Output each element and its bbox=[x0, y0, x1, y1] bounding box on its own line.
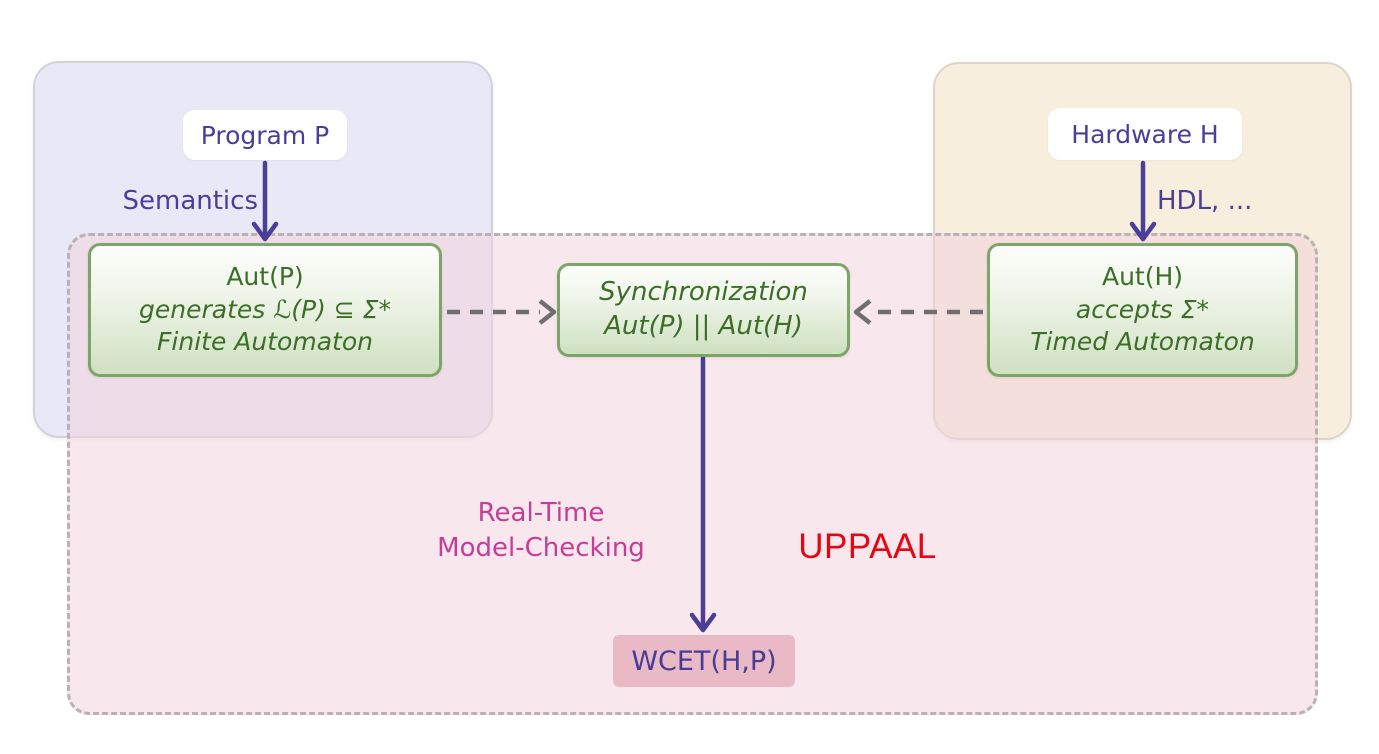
aut-p-title: Aut(P) bbox=[226, 262, 304, 292]
wcet-label: WCET(H,P) bbox=[631, 645, 777, 677]
model-checking-line1: Real-Time bbox=[477, 498, 605, 528]
aut-h-title: Aut(H) bbox=[1101, 262, 1184, 292]
aut-h-type: Timed Automaton bbox=[1030, 327, 1255, 357]
aut-p-language: generates ℒ(P) ⊆ Σ* bbox=[139, 294, 391, 324]
aut-p-node: Aut(P) generates ℒ(P) ⊆ Σ* Finite Automa… bbox=[88, 243, 442, 377]
uppaal-annotation: UPPAAL bbox=[798, 527, 937, 566]
model-checking-line2: Model-Checking bbox=[437, 533, 645, 564]
aut-h-language: accepts Σ* bbox=[1075, 294, 1210, 324]
program-node-label: Program P bbox=[200, 120, 330, 150]
aut-p-type: Finite Automaton bbox=[157, 327, 373, 357]
hdl-edge-label: HDL, ... bbox=[1157, 186, 1253, 216]
sync-formula: Aut(P) || Aut(H) bbox=[604, 311, 803, 341]
hardware-node: Hardware H bbox=[1048, 108, 1242, 160]
semantics-edge-label: Semantics bbox=[122, 186, 259, 216]
sync-title: Synchronization bbox=[599, 277, 808, 308]
synchronization-node: Synchronization Aut(P) || Aut(H) bbox=[557, 263, 850, 357]
aut-h-node: Aut(H) accepts Σ* Timed Automaton bbox=[987, 243, 1298, 377]
model-checking-edge-label: Real-Time Model-Checking bbox=[411, 496, 671, 566]
wcet-result-node: WCET(H,P) bbox=[613, 635, 795, 687]
program-node: Program P bbox=[183, 110, 347, 160]
hardware-node-label: Hardware H bbox=[1071, 119, 1219, 149]
